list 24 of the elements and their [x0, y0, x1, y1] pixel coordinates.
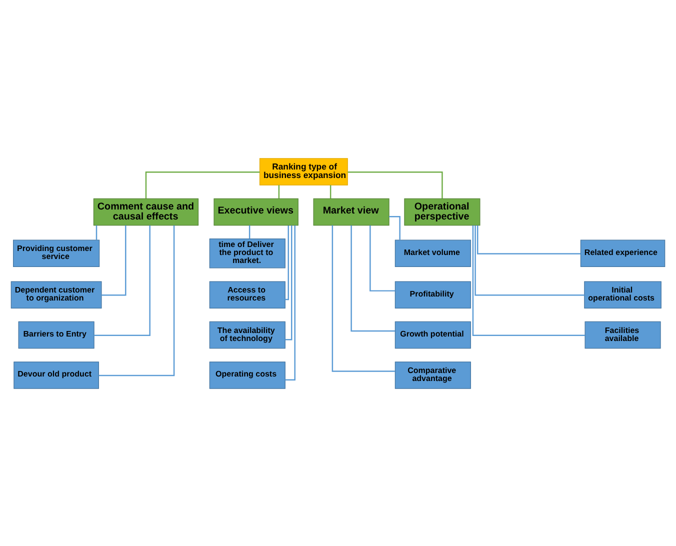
connector [94, 224, 150, 336]
node-box: Market view [313, 198, 390, 226]
connector [348, 170, 443, 198]
connector [474, 224, 584, 296]
connector [145, 170, 260, 198]
connector [332, 224, 395, 372]
node-box: Ranking type of business expansion [259, 158, 348, 185]
connector [285, 224, 292, 340]
connector [477, 224, 581, 254]
connector [248, 224, 250, 238]
connector [285, 224, 289, 300]
node-box: Comment cause and causal effects [93, 198, 199, 226]
node-box: Operational perspective [404, 198, 480, 226]
connector [285, 224, 296, 380]
connector [472, 224, 585, 336]
connector [278, 184, 280, 198]
connector [370, 224, 396, 291]
connector [389, 215, 400, 240]
connector [330, 184, 332, 198]
connector [98, 224, 175, 376]
node-box: Executive views [214, 198, 298, 226]
connector [96, 224, 98, 240]
connector [350, 224, 395, 332]
connector [102, 224, 126, 296]
